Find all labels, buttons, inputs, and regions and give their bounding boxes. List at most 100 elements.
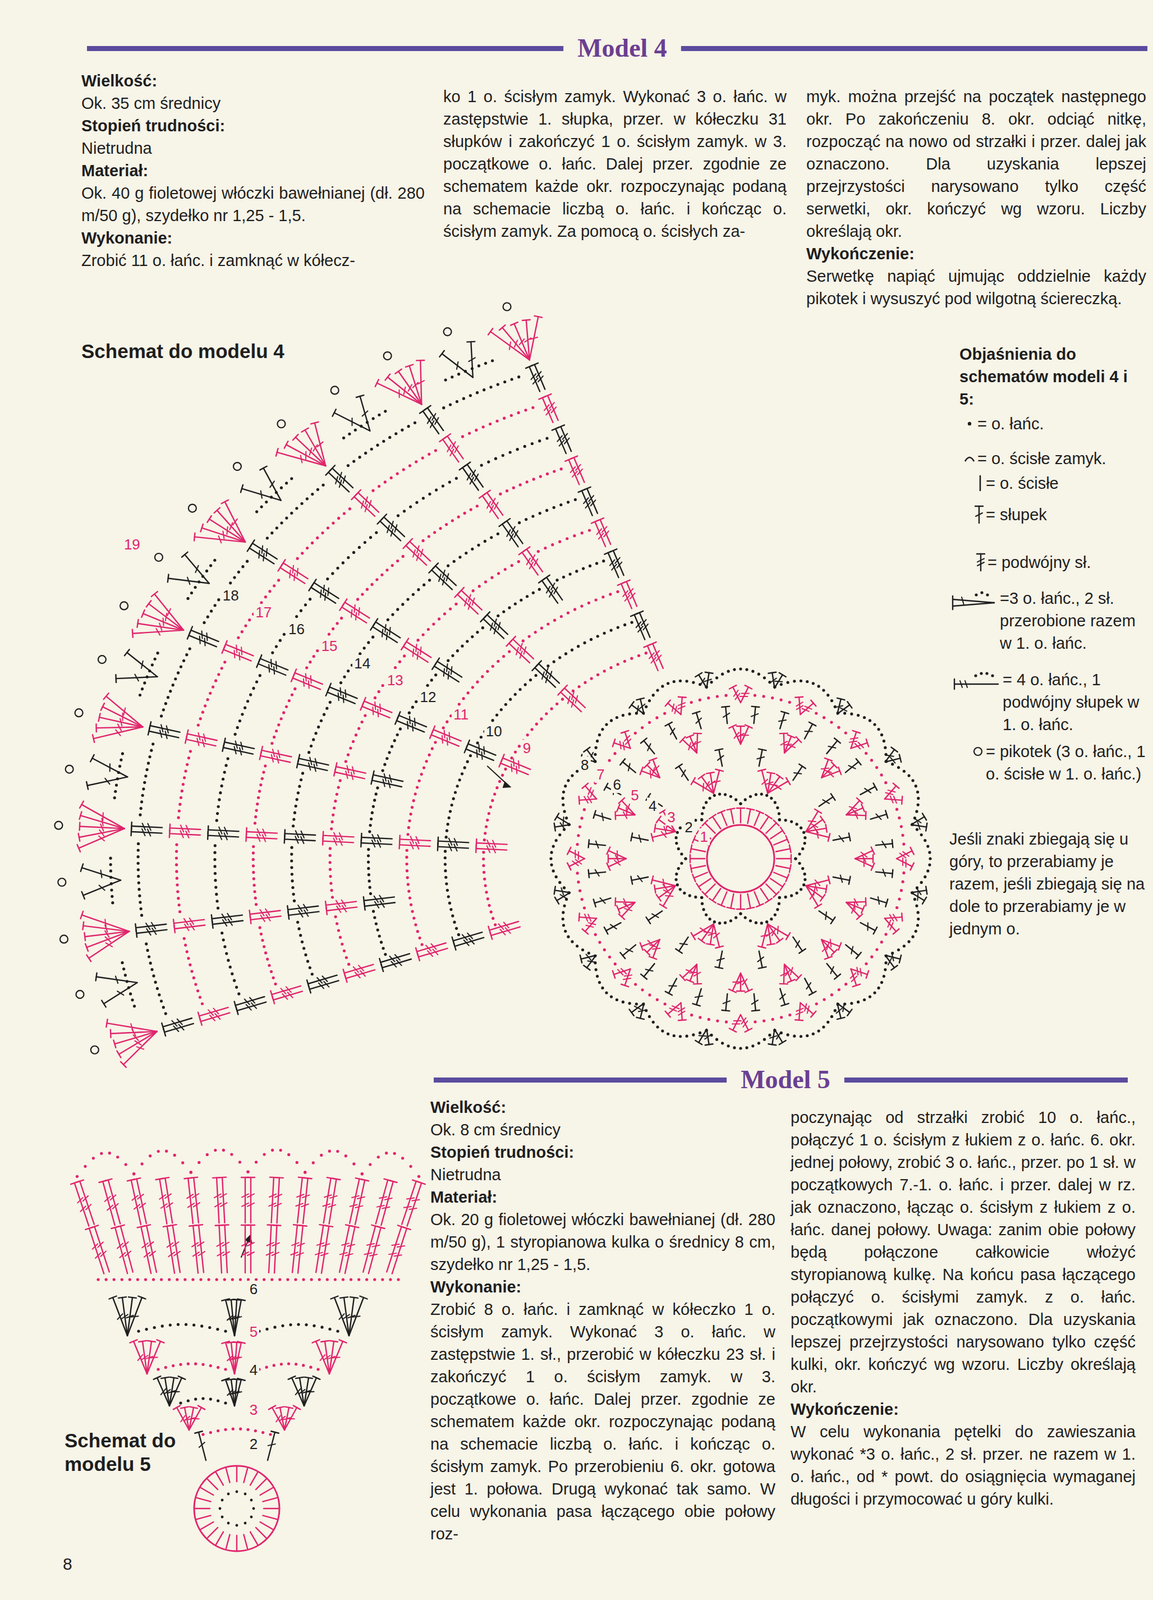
chain-dot bbox=[914, 784, 918, 788]
chain-dot bbox=[862, 998, 866, 1001]
stitch-line bbox=[692, 835, 696, 843]
stitch-line bbox=[295, 835, 298, 843]
stitch-line bbox=[695, 672, 702, 677]
stitch-line bbox=[885, 810, 888, 818]
stitch-line bbox=[389, 774, 392, 783]
stitch-line bbox=[352, 766, 355, 774]
chain-dot bbox=[915, 809, 918, 813]
stitch-line bbox=[647, 743, 651, 751]
stitch-line bbox=[377, 839, 381, 847]
stitch-line bbox=[345, 770, 348, 779]
stitch-line bbox=[235, 740, 238, 748]
chain-dot bbox=[396, 559, 399, 563]
chain-dot bbox=[799, 679, 803, 683]
chain-dot bbox=[222, 938, 225, 941]
chain-dot bbox=[598, 980, 601, 984]
stitch-line bbox=[327, 691, 355, 704]
chain-dot bbox=[844, 731, 848, 734]
chain-dot bbox=[491, 664, 495, 668]
stitch-line bbox=[292, 677, 321, 689]
chain-dot bbox=[811, 1032, 815, 1036]
stitch-line bbox=[377, 709, 379, 717]
stitch-line bbox=[437, 661, 462, 678]
chain-dot bbox=[603, 631, 606, 635]
chain-dot bbox=[566, 935, 570, 939]
chain-dot bbox=[325, 706, 329, 710]
chain-dot bbox=[805, 680, 809, 683]
chain-dot bbox=[481, 857, 485, 861]
stitch-line bbox=[323, 981, 329, 987]
chain-dot bbox=[383, 763, 387, 766]
chain-dot bbox=[595, 739, 599, 743]
chain-dot bbox=[702, 907, 706, 911]
chain-dot bbox=[443, 862, 447, 866]
chain-dot bbox=[609, 994, 613, 998]
stitch-line bbox=[804, 723, 813, 739]
stitch-line bbox=[867, 922, 869, 930]
stitch-line bbox=[417, 952, 420, 960]
stitch-line bbox=[628, 701, 634, 708]
chain-dot bbox=[648, 720, 651, 724]
doily-fan bbox=[54, 302, 663, 1067]
chain-dot bbox=[778, 818, 782, 821]
chain-dot bbox=[371, 804, 375, 808]
chain-dot bbox=[366, 847, 370, 851]
chain-dot bbox=[558, 880, 562, 884]
stitch-line bbox=[678, 696, 687, 698]
chain-dot bbox=[775, 907, 779, 911]
chain-dot bbox=[578, 889, 582, 893]
stitch-line bbox=[409, 715, 411, 724]
chain-dot bbox=[452, 920, 456, 924]
stitch-line bbox=[262, 828, 266, 836]
stitch-line bbox=[603, 530, 609, 537]
stitch-line bbox=[322, 841, 354, 843]
stitch-line bbox=[394, 717, 398, 725]
stitch-line bbox=[678, 1019, 687, 1021]
chain-dot bbox=[770, 696, 774, 700]
stitch-line bbox=[453, 843, 457, 851]
stitch-line bbox=[692, 781, 714, 794]
chain-dot bbox=[463, 511, 467, 515]
chain-dot bbox=[691, 1032, 695, 1036]
chain-dot bbox=[600, 727, 604, 731]
stitch-line bbox=[604, 926, 609, 934]
chain-dot bbox=[751, 1044, 755, 1047]
chain-dot bbox=[757, 1041, 761, 1045]
chain-dot bbox=[738, 801, 742, 805]
chain-dot bbox=[375, 786, 379, 789]
stitch-line bbox=[571, 699, 574, 707]
stitch-line bbox=[820, 816, 825, 823]
chain-dot bbox=[385, 568, 389, 572]
stitch-line bbox=[429, 731, 433, 739]
chain-dot bbox=[811, 681, 815, 685]
stitch-line bbox=[208, 835, 240, 838]
chain-dot bbox=[563, 784, 567, 788]
stitch-line bbox=[218, 832, 222, 840]
chain-dot bbox=[674, 835, 678, 839]
chain-dot bbox=[443, 856, 447, 859]
stitch-line bbox=[588, 787, 591, 794]
stitch-line bbox=[442, 577, 445, 585]
stitch-line bbox=[526, 557, 531, 565]
chain-dot bbox=[365, 588, 369, 591]
chain-dot bbox=[604, 722, 608, 726]
stitch-line bbox=[481, 751, 484, 760]
stitch-line bbox=[624, 974, 632, 976]
chain-dot bbox=[690, 1013, 693, 1017]
chain-dot bbox=[897, 765, 900, 769]
stitch-line bbox=[851, 731, 857, 748]
stitch-line bbox=[669, 1007, 677, 1011]
stitch-line bbox=[792, 765, 803, 780]
stitch-line bbox=[704, 678, 712, 682]
chain-dot bbox=[778, 896, 782, 899]
chain-dot bbox=[561, 697, 564, 701]
chain-dot bbox=[450, 803, 454, 807]
chain-dot bbox=[590, 676, 594, 680]
chain-dot bbox=[469, 507, 473, 511]
stitch-line bbox=[212, 915, 243, 919]
stitch-line bbox=[798, 696, 801, 715]
stitch-line bbox=[796, 736, 802, 743]
chain-dot bbox=[458, 778, 462, 782]
stitch-line bbox=[427, 950, 433, 957]
stitch-line bbox=[380, 963, 384, 972]
